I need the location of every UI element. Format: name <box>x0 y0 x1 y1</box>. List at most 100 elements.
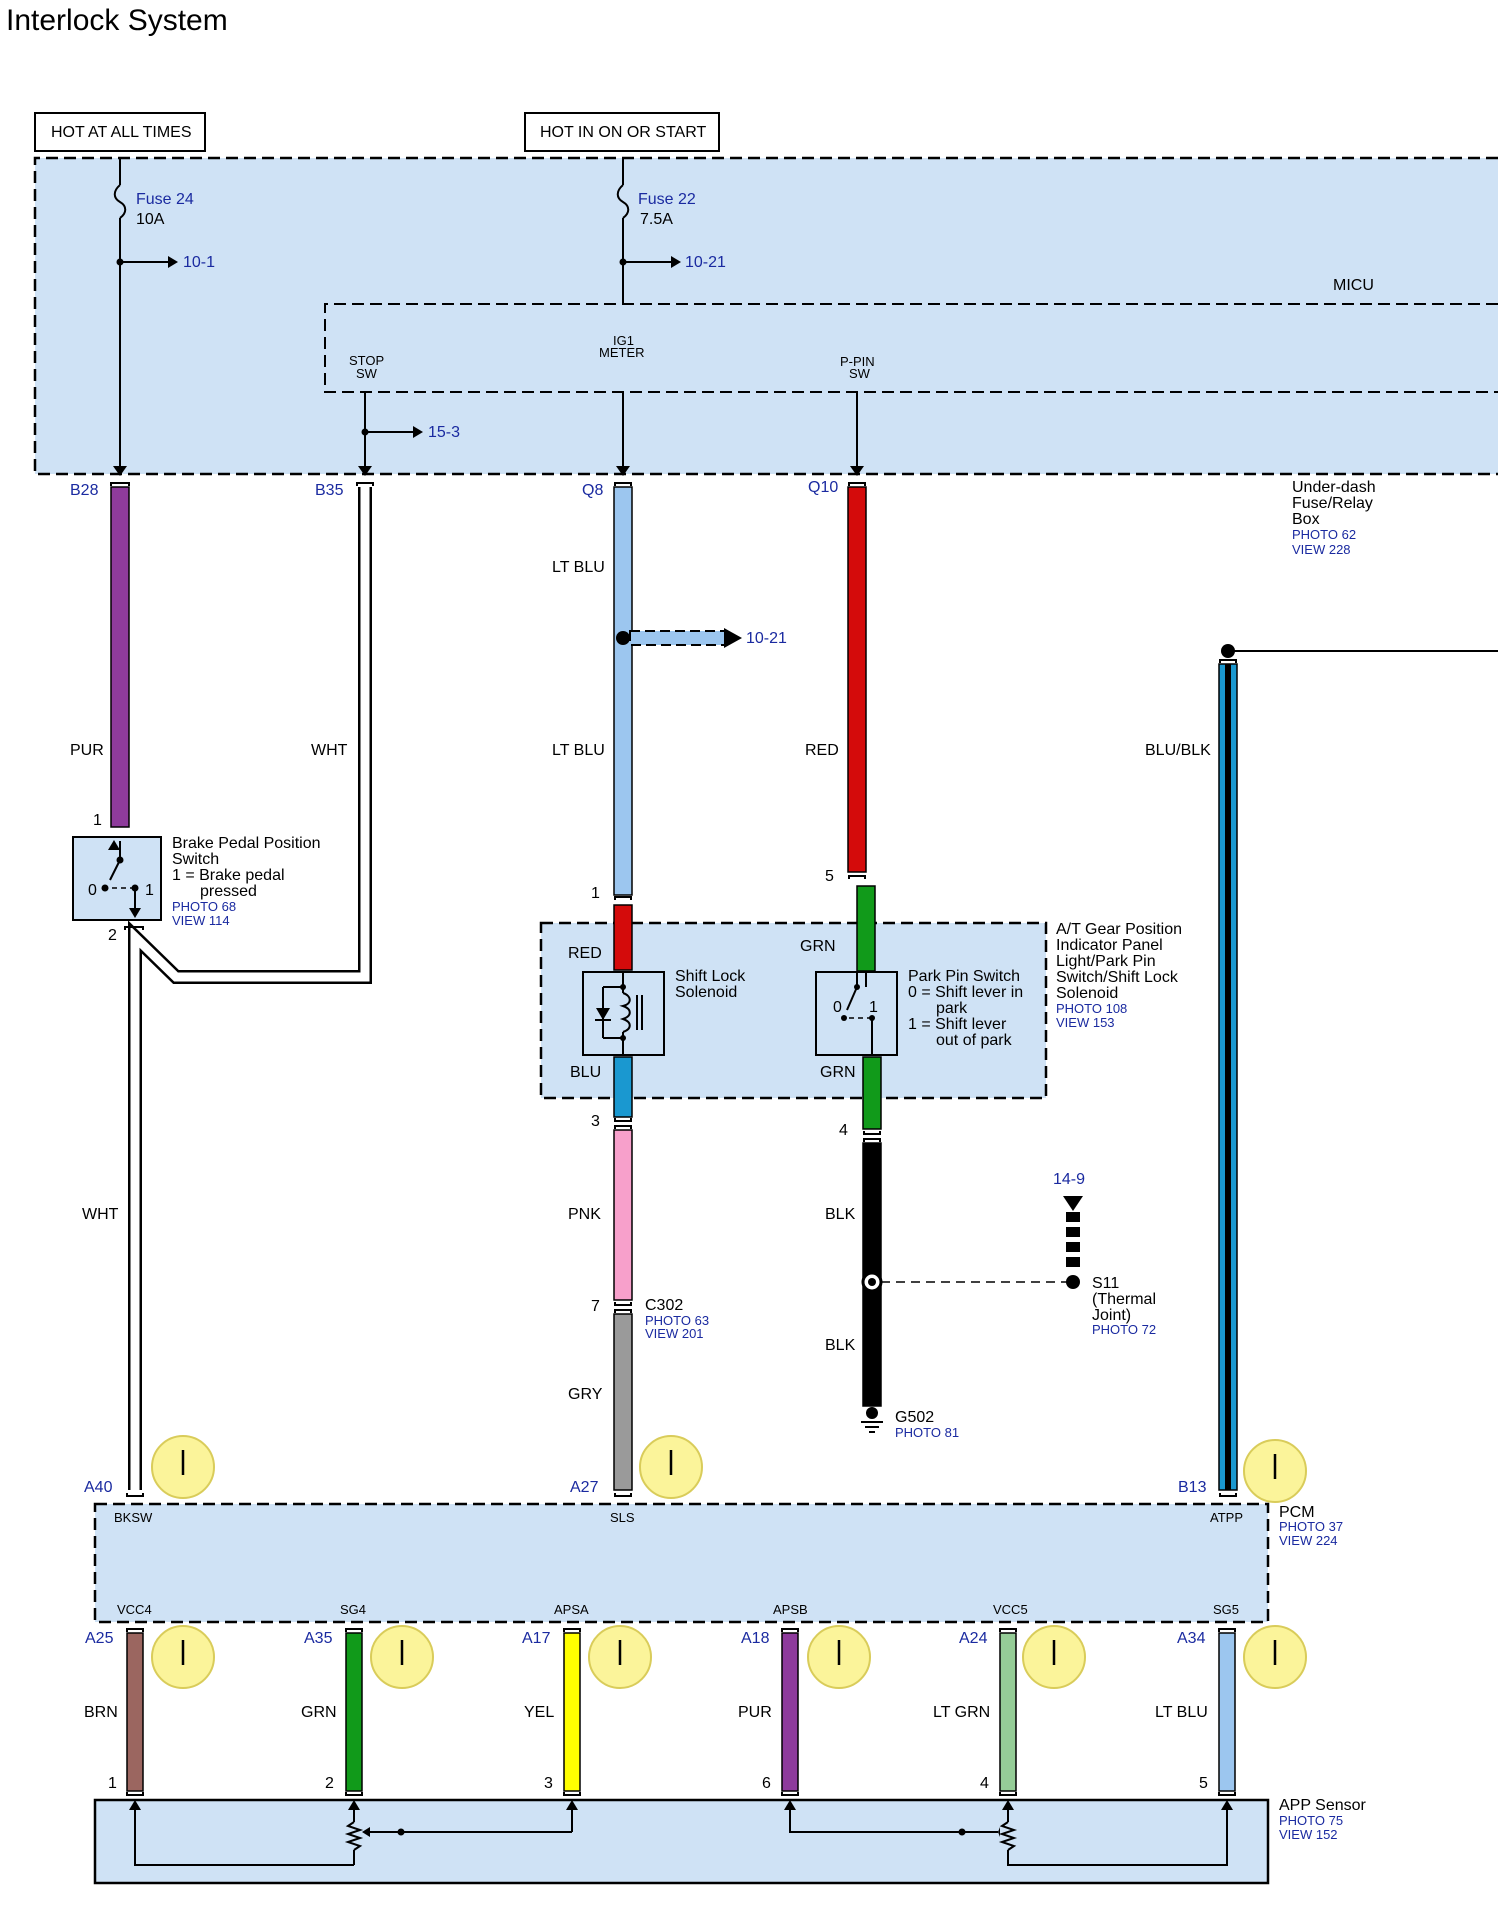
atgear-label-4: Switch/Shift Lock <box>1056 969 1179 986</box>
shiftlock-label-1: Shift Lock <box>675 968 746 985</box>
brake-label-2: Switch <box>172 851 219 868</box>
atgear-view[interactable]: VIEW 153 <box>1056 1015 1115 1030</box>
pcm-pin-sg4: SG4 <box>340 1602 366 1617</box>
ground-icon <box>861 1407 883 1433</box>
brake-label-3: 1 = Brake pedal <box>172 867 285 884</box>
c302-photo[interactable]: PHOTO 63 <box>645 1313 709 1328</box>
ref-15-3[interactable]: 15-3 <box>428 424 460 441</box>
ppin-label-2: SW <box>849 366 871 381</box>
pcm-pin-vcc5: VCC5 <box>993 1602 1028 1617</box>
pcm-view[interactable]: VIEW 224 <box>1279 1533 1338 1548</box>
app-pin-1: 1 <box>108 1775 117 1792</box>
app-pin-6: 6 <box>762 1775 771 1792</box>
ref-10-1[interactable]: 10-1 <box>183 254 215 271</box>
brake-view[interactable]: VIEW 114 <box>172 913 230 928</box>
clock-icon <box>370 1625 434 1689</box>
wire-pnk <box>613 1129 633 1301</box>
pcm-photo[interactable]: PHOTO 37 <box>1279 1519 1343 1534</box>
clock-icon <box>807 1625 871 1689</box>
wire-wht-b35 <box>128 487 372 1490</box>
wire-label-lt-blu-2: LT BLU <box>552 742 605 759</box>
wire-label-yel: YEL <box>524 1704 554 1721</box>
pin-a18: A18 <box>741 1630 770 1647</box>
pcm-module <box>93 1502 1270 1624</box>
ig1-label: IG1 <box>613 333 634 348</box>
parkpin-pin-5: 5 <box>825 868 834 885</box>
pcm-label: PCM <box>1279 1504 1315 1521</box>
wire-label-blu-blk: BLU/BLK <box>1145 742 1211 759</box>
wire-gry <box>613 1313 633 1491</box>
wire-label-lt-grn: LT GRN <box>933 1704 990 1721</box>
pcm-pin-sg5: SG5 <box>1213 1602 1239 1617</box>
parkpin-switch-0: 0 <box>833 999 842 1016</box>
shiftlock-label-2: Solenoid <box>675 984 737 1001</box>
underdash-label: Under-dash <box>1292 479 1376 496</box>
wire-label-wht-2: WHT <box>82 1206 119 1223</box>
pin-a34: A34 <box>1177 1630 1206 1647</box>
pin-b28: B28 <box>70 482 99 499</box>
wire-label-pnk: PNK <box>568 1206 601 1223</box>
fuse-icon <box>616 184 630 219</box>
brake-switch-0: 0 <box>88 882 97 899</box>
wire-label-grn-2: GRN <box>820 1064 856 1081</box>
ref-10-21a[interactable]: 10-21 <box>685 254 726 271</box>
wire-red-q10 <box>847 486 867 873</box>
pcm-pin-vcc4: VCC4 <box>117 1602 152 1617</box>
pcm-pin-apsb: APSB <box>773 1602 808 1617</box>
parkpin-pin-4: 4 <box>839 1122 848 1139</box>
brake-photo[interactable]: PHOTO 68 <box>172 899 236 914</box>
fuse22-amp: 7.5A <box>640 211 673 228</box>
clock-icon <box>1243 1625 1307 1689</box>
wire-label-red-2: RED <box>568 945 602 962</box>
wire-lt-grn <box>999 1632 1017 1792</box>
switch-icon <box>109 859 121 881</box>
underdash-view[interactable]: VIEW 228 <box>1292 542 1351 557</box>
wire-label-brn: BRN <box>84 1704 118 1721</box>
wire-label-gry: GRY <box>568 1386 603 1403</box>
app-view[interactable]: VIEW 152 <box>1279 1827 1338 1842</box>
solenoid-icon <box>595 972 643 1055</box>
wire-label-lt-blu-3: LT BLU <box>1155 1704 1208 1721</box>
hot-at-all-times-label: HOT AT ALL TIMES <box>51 124 192 141</box>
arrow-right-icon <box>671 256 681 268</box>
pin-a17: A17 <box>522 1630 551 1647</box>
pin-a27: A27 <box>570 1479 599 1496</box>
underdash-photo[interactable]: PHOTO 62 <box>1292 527 1356 542</box>
atgear-label-3: Light/Park Pin <box>1056 953 1156 970</box>
app-pin-4: 4 <box>980 1775 989 1792</box>
app-pin-5: 5 <box>1199 1775 1208 1792</box>
app-sensor <box>93 1798 1270 1885</box>
s11-label-1: S11 <box>1092 1275 1119 1292</box>
wire-label-pur-2: PUR <box>738 1704 772 1721</box>
pin-b35: B35 <box>315 482 344 499</box>
s11-label-3: Joint) <box>1092 1307 1131 1324</box>
app-photo[interactable]: PHOTO 75 <box>1279 1813 1343 1828</box>
parkpin-label-4: 1 = Shift lever <box>908 1016 1007 1033</box>
potentiometer-icon <box>129 1800 578 1866</box>
shiftlock-pin-3: 3 <box>591 1113 600 1130</box>
wire-pur-b28 <box>110 486 130 828</box>
brake-switch-1: 1 <box>145 882 154 899</box>
stop-sw-label: STOP <box>349 353 384 368</box>
c302-label: C302 <box>645 1297 683 1314</box>
atgear-photo[interactable]: PHOTO 108 <box>1056 1001 1127 1016</box>
s11-photo[interactable]: PHOTO 72 <box>1092 1322 1156 1337</box>
brake-label-4: pressed <box>200 883 257 900</box>
c302-view[interactable]: VIEW 201 <box>645 1326 704 1341</box>
wire-brn <box>126 1632 144 1792</box>
g502-photo[interactable]: PHOTO 81 <box>895 1425 959 1440</box>
micu-label: MICU <box>1333 277 1374 294</box>
ref-14-9[interactable]: 14-9 <box>1053 1171 1085 1188</box>
ref-10-21b[interactable]: 10-21 <box>746 630 787 647</box>
stop-sw-label-2: SW <box>356 366 378 381</box>
pin-a35: A35 <box>304 1630 333 1647</box>
wire-label-blk: BLK <box>825 1206 856 1223</box>
pin-a40: A40 <box>84 1479 113 1496</box>
parkpin-switch-1: 1 <box>869 999 878 1016</box>
fuse-icon <box>113 184 127 219</box>
pin-b13: B13 <box>1178 1479 1207 1496</box>
wire-label-red: RED <box>805 742 839 759</box>
wire-lt-blu-sg5 <box>1218 1632 1236 1792</box>
arrow-right-icon <box>413 426 423 438</box>
